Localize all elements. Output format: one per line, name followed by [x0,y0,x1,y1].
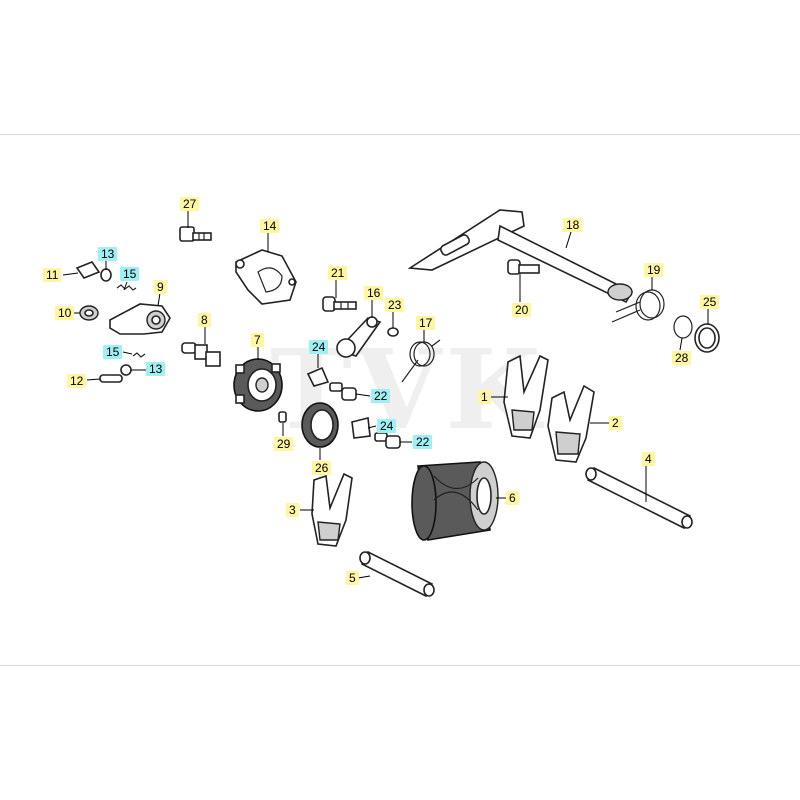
callout-10: 10 [55,306,75,320]
callout-25: 25 [700,295,720,309]
callout-27: 27 [180,197,200,211]
callout-6: 6 [506,491,519,505]
callout-22-bottom: 22 [413,435,433,449]
part-27-bolt [179,226,212,242]
callout-21: 21 [328,266,348,280]
part-25-seal [694,323,720,353]
part-14-stopper-plate [235,249,297,305]
part-18-shift-spindle [407,209,634,304]
callout-23: 23 [385,298,405,312]
part-8-bolt [181,342,221,367]
callout-16: 16 [364,286,384,300]
callout-9: 9 [154,280,167,294]
part-6-shift-drum [411,461,499,541]
part-23-washer [387,327,399,337]
callout-14: 14 [260,219,280,233]
part-7-drum-center [233,358,283,412]
callout-24-top: 24 [309,340,329,354]
callout-29: 29 [274,437,294,451]
callout-11: 11 [43,268,62,282]
part-20-bolt [507,259,540,275]
part-13-roller [100,268,132,376]
callout-15-bottom: 15 [103,345,123,359]
callout-1: 1 [478,390,491,404]
callout-17: 17 [416,316,436,330]
part-28-circlip [673,315,693,339]
frame-top-line [0,134,800,135]
callout-19: 19 [644,263,664,277]
part-4-fork-shaft [585,466,693,530]
frame-bottom-line [0,665,800,666]
part-21-bolt [322,296,357,312]
callout-13-bottom: 13 [146,362,166,376]
part-19-return-spring [611,289,665,323]
callout-8: 8 [198,313,211,327]
callout-24-bottom: 24 [377,419,397,433]
part-1-shift-fork [503,354,549,439]
part-9-stopper-arm [109,303,171,335]
part-15-spring [116,284,146,358]
callout-18: 18 [563,218,583,232]
callout-7: 7 [251,333,264,347]
part-12-pin [99,374,123,383]
callout-26: 26 [312,461,332,475]
callout-15-top: 15 [120,267,140,281]
part-16-stopper-arm [336,316,382,358]
callout-20: 20 [512,303,532,317]
part-11-stopper-block [75,261,101,279]
part-17-spring [401,339,441,383]
leader-lines [62,210,709,579]
callout-4: 4 [642,452,655,466]
part-22-bolt [329,382,401,449]
callout-13-top: 13 [98,247,118,261]
callout-3: 3 [286,503,299,517]
part-10-collar [79,305,99,321]
part-26-bearing [301,402,339,448]
part-2-shift-fork [547,384,595,463]
callout-5: 5 [346,571,359,585]
part-3-shift-fork [311,472,353,547]
callout-12: 12 [67,374,87,388]
callout-22-top: 22 [371,389,391,403]
callout-2: 2 [609,416,622,430]
part-24-plate [306,366,371,439]
part-5-fork-shaft [359,550,435,598]
callout-28: 28 [672,351,692,365]
part-29-pin [278,411,287,423]
